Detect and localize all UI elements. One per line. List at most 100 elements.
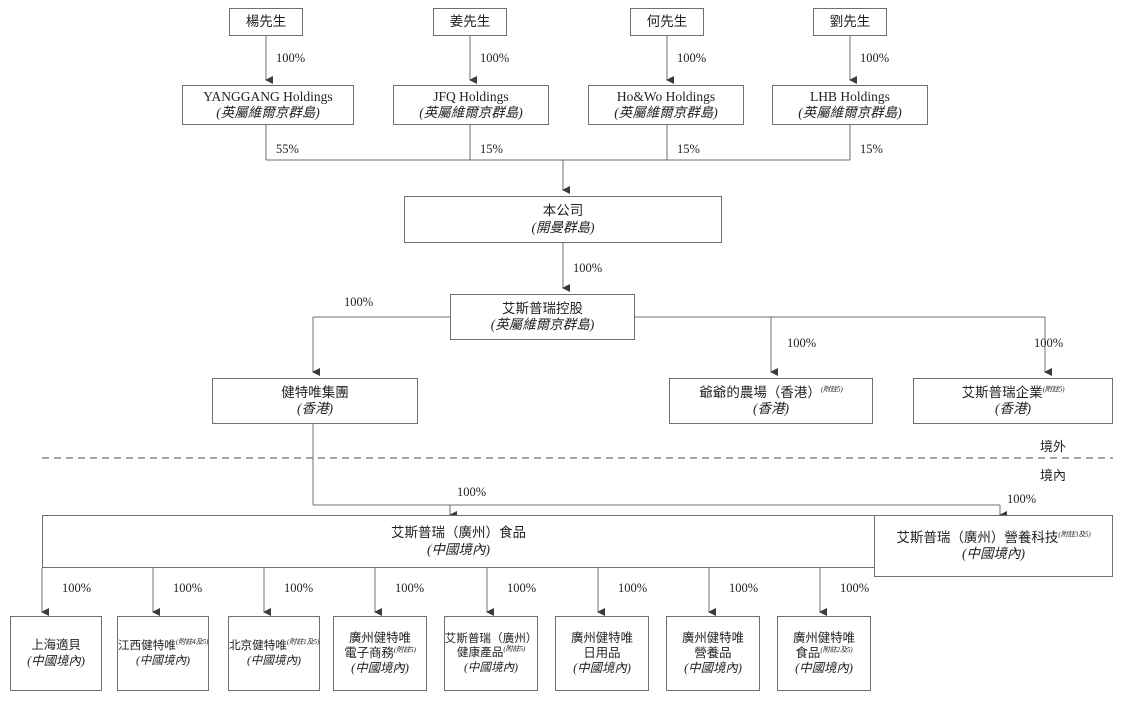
node-jurisdiction: (中國境內)	[27, 653, 85, 668]
zone-label-offshore: 境外	[1040, 439, 1067, 454]
node-title: 北京健特唯(附註1及5)	[228, 638, 320, 653]
node-grandpa-farm-hk[interactable]: 爺爺的農場（香港）(附註5) (香港)	[669, 378, 873, 424]
node-sub-aspri-gz-health-products[interactable]: 艾斯普瑞（廣州） 健康產品(附註5) (中國境內)	[444, 616, 538, 691]
node-owner-liu[interactable]: 劉先生	[813, 8, 887, 36]
node-howo-holdings[interactable]: Ho&Wo Holdings (英屬維爾京群島)	[588, 85, 744, 125]
node-lhb-holdings[interactable]: LHB Holdings (英屬維爾京群島)	[772, 85, 928, 125]
node-owner-jiang[interactable]: 姜先生	[433, 8, 507, 36]
node-jurisdiction: (中國境內)	[351, 661, 409, 676]
node-title: 上海適貝	[31, 638, 81, 653]
pct-hold2-company: 15%	[480, 142, 503, 156]
node-title: 艾斯普瑞企業(附註5)	[961, 384, 1065, 400]
node-jtw-group[interactable]: 健特唯集團 (香港)	[212, 378, 418, 424]
pct-food-sub7: 100%	[729, 581, 759, 595]
node-title: 健特唯集團	[281, 384, 349, 400]
pct-food-sub8: 100%	[840, 581, 870, 595]
pct-food-sub5: 100%	[507, 581, 537, 595]
node-aspri-guangzhou-food[interactable]: 艾斯普瑞（廣州）食品 (中國境內)	[42, 515, 875, 568]
node-jurisdiction: (英屬維爾京群島)	[490, 317, 595, 332]
node-title: LHB Holdings	[810, 88, 890, 104]
pct-hold4-company: 15%	[860, 142, 883, 156]
node-sub-beijing-jiantewei[interactable]: 北京健特唯(附註1及5) (中國境內)	[228, 616, 320, 691]
pct-hold1-company: 55%	[276, 142, 299, 156]
node-title: 艾斯普瑞（廣州）	[444, 632, 538, 646]
node-title-line2: 食品(附註2及5)	[795, 645, 853, 660]
node-title: 本公司	[542, 203, 584, 219]
note-ref: (附註5)	[820, 385, 843, 394]
node-jurisdiction: (中國境內)	[246, 653, 302, 667]
pct-food-sub4: 100%	[395, 581, 425, 595]
pct-owner1-hold1: 100%	[276, 51, 306, 65]
pct-aspri-ent: 100%	[1034, 336, 1064, 350]
node-title: Ho&Wo Holdings	[616, 88, 716, 104]
node-jurisdiction: (中國境內)	[795, 661, 853, 676]
node-jurisdiction: (英屬維爾京群島)	[798, 105, 902, 120]
note-ref: (附註4及5)	[175, 638, 209, 647]
pct-aspri-jtw: 100%	[344, 295, 374, 309]
node-sub-guangzhou-jtw-food[interactable]: 廣州健特唯 食品(附註2及5) (中國境內)	[777, 616, 871, 691]
node-jurisdiction: (中國境內)	[684, 661, 742, 676]
node-title: JFQ Holdings	[433, 88, 509, 104]
node-the-company[interactable]: 本公司 (開曼群島)	[404, 196, 722, 243]
node-jurisdiction: (中國境內)	[962, 546, 1025, 561]
pct-owner3-hold3: 100%	[677, 51, 707, 65]
pct-owner2-hold2: 100%	[480, 51, 510, 65]
node-jurisdiction: (香港)	[297, 401, 333, 416]
node-aspri-enterprise-hk[interactable]: 艾斯普瑞企業(附註5) (香港)	[913, 378, 1113, 424]
pct-food-sub1: 100%	[62, 581, 92, 595]
node-title: YANGGANG Holdings	[203, 88, 333, 104]
pct-company-aspri: 100%	[573, 261, 603, 275]
pct-food-sub2: 100%	[173, 581, 203, 595]
node-owner-yang[interactable]: 楊先生	[229, 8, 303, 36]
node-jurisdiction: (中國境內)	[463, 660, 519, 674]
note-ref: (附註3及5)	[1058, 530, 1091, 539]
node-jfq-holdings[interactable]: JFQ Holdings (英屬維爾京群島)	[393, 85, 549, 125]
node-title: 艾斯普瑞控股	[502, 300, 583, 316]
node-title-line2: 日用品	[583, 645, 621, 660]
node-yanggang-holdings[interactable]: YANGGANG Holdings (英屬維爾京群島)	[182, 85, 354, 125]
note-ref: (附註5)	[503, 645, 526, 654]
node-jurisdiction: (英屬維爾京群島)	[614, 105, 718, 120]
node-sub-guangzhou-jtw-ecommerce[interactable]: 廣州健特唯 電子商務(附註5) (中國境內)	[333, 616, 427, 691]
node-title: 楊先生	[245, 13, 287, 29]
node-aspri-guangzhou-nutrition-tech[interactable]: 艾斯普瑞（廣州）營養科技(附註3及5) (中國境內)	[874, 515, 1113, 577]
node-title: 劉先生	[829, 13, 871, 29]
node-sub-jiangxi-jiantewei[interactable]: 江西健特唯(附註4及5) (中國境內)	[117, 616, 209, 691]
node-sub-shanghai-shibei[interactable]: 上海適貝 (中國境內)	[10, 616, 102, 691]
node-jurisdiction: (開曼群島)	[531, 219, 595, 235]
node-sub-guangzhou-jtw-nutrition[interactable]: 廣州健特唯 營養品 (中國境內)	[666, 616, 760, 691]
node-jurisdiction: (中國境內)	[135, 653, 191, 667]
pct-owner4-hold4: 100%	[860, 51, 890, 65]
node-title-line2: 營養品	[694, 645, 732, 660]
pct-jtw-gzfood: 100%	[457, 485, 487, 499]
pct-food-sub6: 100%	[618, 581, 648, 595]
node-title: 艾斯普瑞（廣州）營養科技(附註3及5)	[896, 529, 1091, 545]
node-jurisdiction: (香港)	[753, 401, 789, 416]
node-title: 廣州健特唯	[682, 630, 744, 645]
node-title: 江西健特唯(附註4及5)	[117, 638, 209, 653]
node-title-line2: 電子商務(附註5)	[344, 645, 416, 660]
node-jurisdiction: (英屬維爾京群島)	[419, 105, 523, 120]
node-title: 廣州健特唯	[793, 630, 855, 645]
zone-label-onshore: 境內	[1040, 468, 1067, 483]
node-sub-guangzhou-jtw-daily-goods[interactable]: 廣州健特唯 日用品 (中國境內)	[555, 616, 649, 691]
node-owner-he[interactable]: 何先生	[630, 8, 704, 36]
node-title: 廣州健特唯	[571, 630, 633, 645]
note-ref: (附註5)	[393, 645, 416, 654]
note-ref: (附註1及5)	[286, 638, 320, 647]
pct-aspri-farm: 100%	[787, 336, 817, 350]
node-aspri-holding[interactable]: 艾斯普瑞控股 (英屬維爾京群島)	[450, 294, 635, 340]
pct-food-sub3: 100%	[284, 581, 314, 595]
node-jurisdiction: (中國境內)	[573, 661, 631, 676]
node-jurisdiction: (香港)	[995, 401, 1031, 416]
note-ref: (附註5)	[1042, 385, 1065, 394]
node-title: 爺爺的農場（香港）(附註5)	[699, 384, 843, 400]
node-title: 何先生	[646, 13, 688, 29]
node-title: 艾斯普瑞（廣州）食品	[391, 525, 526, 541]
note-ref: (附註2及5)	[820, 645, 853, 654]
node-title-line2: 健康產品(附註5)	[456, 645, 526, 660]
node-title: 廣州健特唯	[349, 630, 411, 645]
node-jurisdiction: (英屬維爾京群島)	[216, 105, 320, 120]
